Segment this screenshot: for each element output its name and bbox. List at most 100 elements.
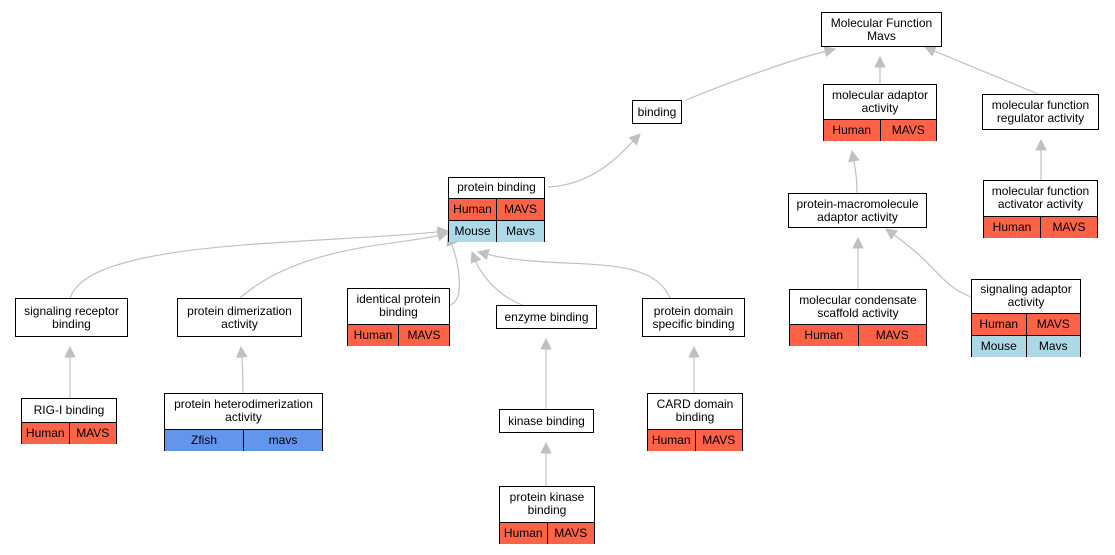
go-term-label: CARD domain binding <box>656 397 734 424</box>
arrowhead-icon <box>470 250 482 264</box>
edge-mad-to-mf <box>874 55 886 84</box>
gene-cell: Mavs <box>496 221 544 242</box>
annotation-row-human: Human MAVS <box>824 119 936 141</box>
go-term-label: molecular function activator activity <box>991 184 1090 211</box>
arrowhead-icon <box>540 441 552 454</box>
go-term-label: molecular condensate scaffold activity <box>799 293 917 320</box>
annotation-row-zfish: Zfish mavs <box>165 429 322 451</box>
species-cell: Zfish <box>190 433 217 447</box>
edge-rig-to-srb <box>64 345 76 398</box>
go-term-node-pma[interactable]: protein-macromolecule adaptor activity <box>788 193 927 228</box>
gene-cell: Mavs <box>1025 336 1081 357</box>
go-term-label: binding <box>637 105 677 119</box>
arrowhead-icon <box>476 248 490 261</box>
edge-eb-to-pb <box>470 250 523 306</box>
go-term-node-mf[interactable]: Molecular Function Mavs <box>821 12 942 47</box>
gene-cell: MAVS <box>1025 314 1081 335</box>
arrowhead-icon <box>823 45 837 58</box>
edge-pdsb-to-pb <box>476 248 671 299</box>
arrowhead-icon <box>628 133 641 146</box>
annotation-row-human: Human MAVS <box>790 324 926 346</box>
edge-binding-to-mf <box>685 45 837 101</box>
annotation-row-human: Human MAVS <box>348 324 449 346</box>
arrowhead-icon <box>874 55 886 68</box>
edge-mfa-to-mfr <box>1035 138 1047 180</box>
edge-cdb-to-pdsb <box>688 345 700 394</box>
edge-saa-to-pma <box>885 228 972 298</box>
go-term-node-pdsb[interactable]: protein domain specific binding <box>642 298 745 337</box>
gene-cell: MAVS <box>879 120 937 141</box>
annotation-row-mouse: Mouse Mavs <box>449 220 544 242</box>
annotation-row-human: Human MAVS <box>984 216 1097 238</box>
arrowhead-icon <box>848 149 860 163</box>
gene-cell: MAVS <box>694 430 743 451</box>
edge-pda-to-pb <box>239 229 450 299</box>
species-cell: Human <box>832 123 872 137</box>
species-cell: Human <box>353 328 393 342</box>
arrowhead-icon <box>1035 138 1047 151</box>
arrowhead-icon <box>885 228 898 240</box>
go-term-label: signaling adaptor activity <box>980 282 1072 309</box>
go-term-label: protein domain specific binding <box>652 304 735 331</box>
edge-kb-to-eb <box>540 337 552 409</box>
edge-phda-to-pda <box>236 345 248 394</box>
edge-pb-to-binding <box>547 133 641 188</box>
gene-cell: MAVS <box>496 199 544 220</box>
arrowhead-icon <box>64 345 76 358</box>
gene-cell: MAVS <box>398 325 449 346</box>
annotation-row-human: Human MAVS <box>972 313 1080 335</box>
edge-mfr-to-mf <box>923 45 1039 95</box>
species-cell: Human <box>651 433 691 447</box>
species-cell: Human <box>979 317 1019 331</box>
go-term-label: signaling receptor binding <box>24 304 119 331</box>
edge-mcs-to-pma <box>852 236 864 290</box>
go-term-label: protein dimerization activity <box>187 304 292 331</box>
species-cell: Human <box>503 526 543 540</box>
go-term-label: molecular adaptor activity <box>831 88 929 115</box>
go-term-label: protein kinase binding <box>509 490 585 517</box>
go-term-label: identical protein binding <box>356 292 441 319</box>
arrowhead-icon <box>852 236 864 249</box>
gene-cell: MAVS <box>857 325 927 346</box>
edge-pma-to-mad <box>848 149 860 194</box>
go-term-node-kb[interactable]: kinase binding <box>499 409 594 433</box>
go-term-node-pda[interactable]: protein dimerization activity <box>177 298 302 337</box>
go-term-label: protein-macromolecule adaptor activity <box>796 197 919 224</box>
go-term-node-srb[interactable]: signaling receptor binding <box>15 298 128 337</box>
go-term-label: RIG-I binding <box>33 403 105 417</box>
go-term-node-binding[interactable]: binding <box>632 100 682 124</box>
species-cell: Human <box>25 426 65 440</box>
go-term-label: kinase binding <box>508 414 585 428</box>
arrowhead-icon <box>236 345 248 358</box>
species-cell: Human <box>992 220 1032 234</box>
species-cell: Mouse <box>454 224 491 238</box>
species-cell: Mouse <box>980 339 1017 353</box>
arrowhead-icon <box>540 337 552 350</box>
go-term-label: Molecular Function Mavs <box>830 16 933 43</box>
edge-pkb-to-kb <box>540 441 552 486</box>
species-cell: Human <box>804 328 844 342</box>
gene-cell: MAVS <box>546 523 595 544</box>
go-term-label: protein heterodimerization activity <box>174 397 313 424</box>
gene-cell: MAVS <box>68 423 117 444</box>
gene-cell: MAVS <box>1040 217 1097 238</box>
arrowhead-icon <box>688 345 700 358</box>
gene-cell: mavs <box>243 430 322 451</box>
go-term-node-eb[interactable]: enzyme binding <box>496 305 597 329</box>
go-term-node-mfr[interactable]: molecular function regulator activity <box>982 94 1099 130</box>
